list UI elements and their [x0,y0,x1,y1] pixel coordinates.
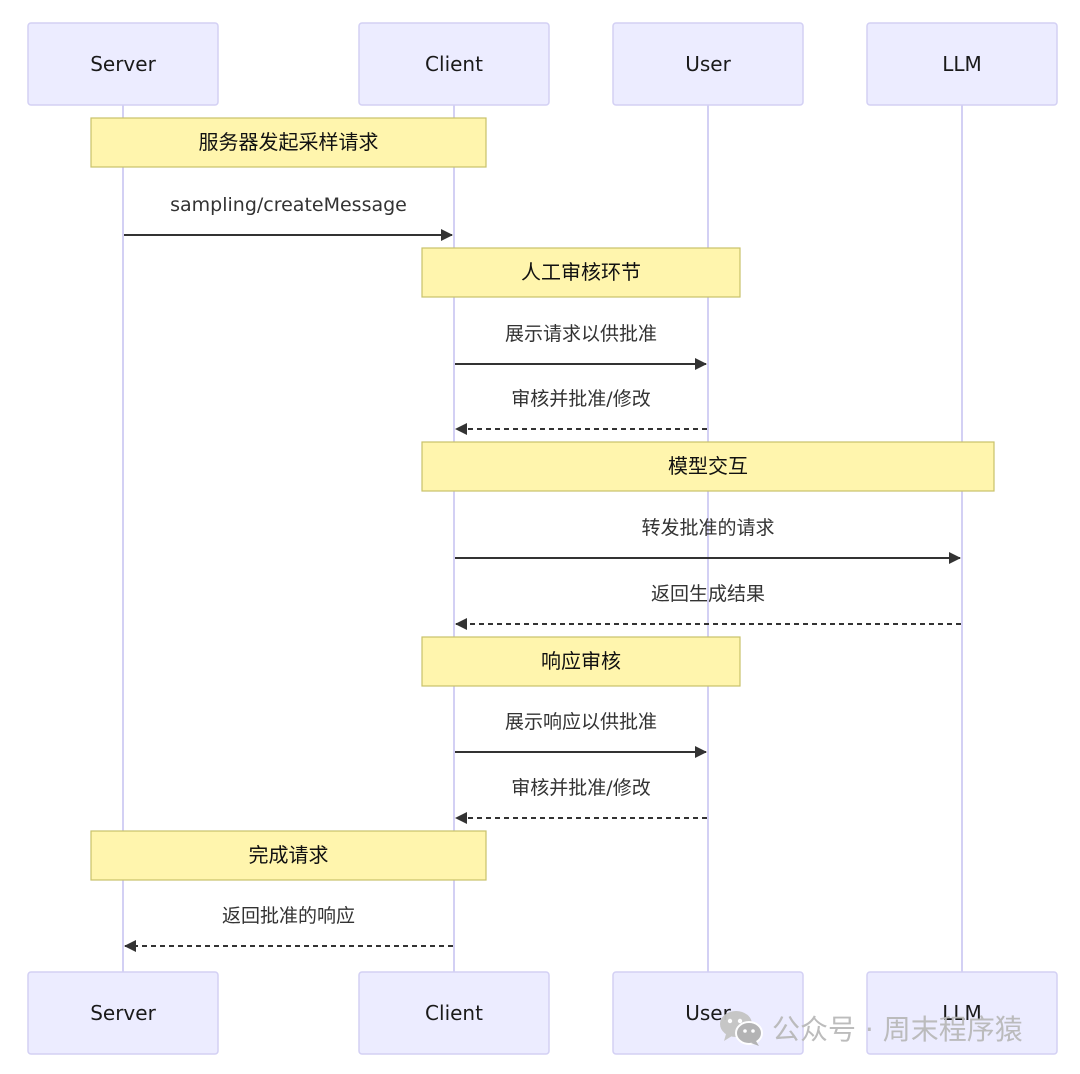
message: 返回批准的响应 [124,905,453,952]
actor-label: Server [90,1001,156,1025]
note-text: 完成请求 [249,843,329,867]
message-label: 审核并批准/修改 [511,777,650,799]
actors-top: Server Client User LLM [27,22,1058,106]
actor-label: Client [425,52,483,76]
actor-server-bottom: Server [27,971,219,1055]
diagram-steps: 服务器发起采样请求 sampling/createMessage 人工审核环节展示请… [90,117,995,952]
message-label: 审核并批准/修改 [511,388,650,410]
actor-client-bottom: Client [358,971,550,1055]
note: 模型交互 [421,441,995,492]
note-box [421,636,741,687]
actor-server-top: Server [27,22,219,106]
note-text: 服务器发起采样请求 [199,130,379,154]
note: 完成请求 [90,830,487,881]
actor-box [612,22,804,106]
note-text: 模型交互 [668,454,748,478]
actor-box [27,971,219,1055]
note-box [421,247,741,298]
message: 展示请求以供批准 [455,323,707,370]
note: 响应审核 [421,636,741,687]
actor-label: LLM [942,1001,982,1025]
note-box [90,117,487,168]
note-box [421,441,995,492]
note-text: 人工审核环节 [521,260,641,284]
actor-label: User [685,52,731,76]
watermark: 公众号 · 周末程序猿 [718,1008,1023,1048]
note: 人工审核环节 [421,247,741,298]
note-text: 响应审核 [541,649,621,673]
message-label: 展示请求以供批准 [505,323,657,345]
actor-llm-bottom: LLM [866,971,1058,1055]
message: 展示响应以供批准 [455,711,707,758]
actor-box [866,22,1058,106]
actor-label: Server [90,52,156,76]
message: 转发批准的请求 [455,517,961,564]
message-label: sampling/createMessage [170,194,407,216]
message-label: 转发批准的请求 [641,517,774,539]
actor-box [358,971,550,1055]
message: 审核并批准/修改 [455,777,707,824]
message-label: 展示响应以供批准 [505,711,657,733]
message: 返回生成结果 [455,583,961,630]
actor-label: LLM [942,52,982,76]
actor-user-top: User [612,22,804,106]
note-box [90,830,487,881]
message-label: 返回批准的响应 [222,905,355,927]
message-label: 返回生成结果 [651,583,765,605]
message: 审核并批准/修改 [455,388,707,435]
message: sampling/createMessage [124,194,453,241]
actor-client-top: Client [358,22,550,106]
watermark-text: 公众号 · 周末程序猿 [772,1013,1023,1046]
actor-label: Client [425,1001,483,1025]
actor-box [27,22,219,106]
wechat-icon [720,1011,763,1046]
actor-llm-top: LLM [866,22,1058,106]
actor-box [358,22,550,106]
note: 服务器发起采样请求 [90,117,487,168]
actor-box [866,971,1058,1055]
